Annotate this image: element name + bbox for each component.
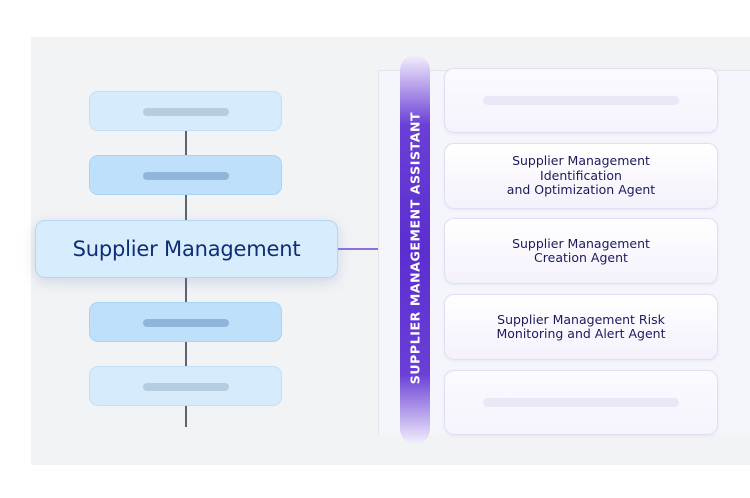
agent-label: Supplier Management Identification and O… <box>506 153 656 198</box>
agent-card-creation: Supplier Management Creation Agent <box>444 218 718 284</box>
placeholder-bar <box>143 319 229 327</box>
flow-step-placeholder-3 <box>89 302 282 342</box>
agent-card-placeholder-top <box>444 68 718 133</box>
placeholder-bar <box>483 96 679 105</box>
agent-card-placeholder-bottom <box>444 370 718 435</box>
assistant-link-connector <box>338 248 402 250</box>
main-process-label: Supplier Management <box>72 237 301 261</box>
flow-connector-5 <box>185 405 187 427</box>
agent-label: Supplier Management Creation Agent <box>512 235 650 265</box>
agent-card-risk-monitoring: Supplier Management Risk Monitoring and … <box>444 294 718 360</box>
flow-connector-1 <box>185 130 187 155</box>
placeholder-bar <box>143 172 229 180</box>
flow-connector-3 <box>185 278 187 303</box>
assistant-label: SUPPLIER MANAGEMENT ASSISTANT <box>407 111 423 385</box>
flow-step-placeholder-1 <box>89 91 282 131</box>
assistant-bar <box>400 55 430 444</box>
placeholder-bar <box>143 383 229 391</box>
main-process-box: Supplier Management <box>35 220 338 278</box>
flow-connector-4 <box>185 342 187 367</box>
flow-connector-2 <box>185 195 187 220</box>
agent-card-identification: Supplier Management Identification and O… <box>444 143 718 209</box>
flow-step-placeholder-2 <box>89 155 282 195</box>
placeholder-bar <box>143 108 229 116</box>
agent-label: Supplier Management Risk Monitoring and … <box>496 311 666 341</box>
flow-step-placeholder-4 <box>89 366 282 406</box>
placeholder-bar <box>483 398 679 407</box>
